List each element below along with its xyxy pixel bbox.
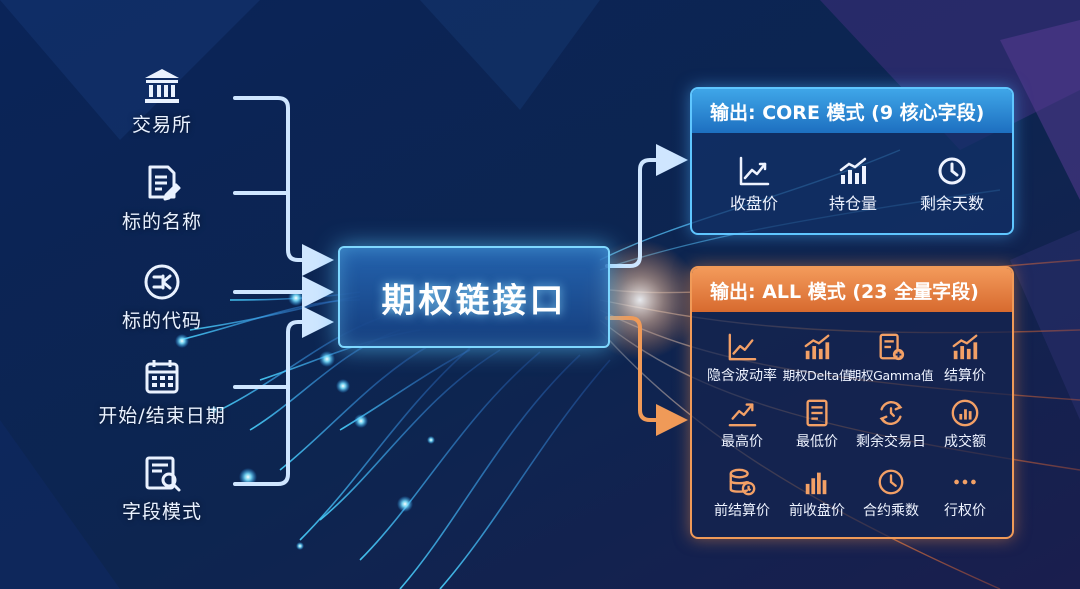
chart-arrow-up-icon bbox=[728, 403, 757, 427]
option-chain-api-box: 期权链接口 bbox=[338, 246, 610, 348]
clock-arrows-icon bbox=[879, 401, 903, 425]
connector-exchange bbox=[233, 96, 334, 276]
all-field-label: 成交额 bbox=[944, 434, 986, 450]
core-field-label: 剩余天数 bbox=[919, 194, 984, 213]
input-dates: 开始/结束日期 bbox=[77, 357, 247, 428]
code-badge-icon bbox=[144, 264, 180, 300]
all-field-turnover: 成交额 bbox=[922, 398, 1008, 451]
bank-icon bbox=[145, 69, 179, 103]
all-field-label: 剩余交易日 bbox=[856, 434, 926, 450]
input-label: 标的代码 bbox=[121, 310, 202, 332]
ellipsis-icon bbox=[954, 479, 976, 485]
all-panel-title: 输出: ALL 模式 (23 全量字段) bbox=[692, 268, 1012, 312]
all-field-settlement: 结算价 bbox=[922, 332, 1008, 385]
document-search-icon bbox=[145, 456, 181, 492]
line-chart-up-icon bbox=[739, 156, 770, 186]
input-label: 开始/结束日期 bbox=[98, 405, 226, 427]
bar-chart-icon bbox=[805, 472, 827, 495]
input-field-mode: 字段模式 bbox=[77, 453, 247, 524]
all-field-label: 行权价 bbox=[944, 503, 986, 519]
input-label: 交易所 bbox=[131, 114, 192, 136]
all-field-label: 合约乘数 bbox=[863, 503, 919, 519]
core-field-label: 持仓量 bbox=[828, 194, 877, 213]
all-field-strike: 行权价 bbox=[922, 467, 1008, 520]
bar-chart-up-icon bbox=[804, 334, 830, 360]
center-title: 期权链接口 bbox=[381, 280, 567, 321]
clock-icon bbox=[938, 157, 966, 185]
core-field-open-interest: 持仓量 bbox=[803, 155, 903, 214]
all-field-label: 前结算价 bbox=[714, 503, 770, 519]
core-field-close: 收盘价 bbox=[704, 155, 804, 214]
clock-icon bbox=[878, 469, 904, 495]
all-output-panel: 输出: ALL 模式 (23 全量字段) 隐含波动率 期权Delta值 期权Ga… bbox=[690, 266, 1014, 539]
all-field-implied-vol: 隐含波动率 bbox=[699, 332, 785, 385]
all-field-label: 期权Delta值 bbox=[782, 368, 852, 383]
all-field-delta: 期权Delta值 bbox=[774, 332, 860, 384]
all-field-label: 最低价 bbox=[796, 434, 838, 450]
document-edit-icon bbox=[148, 165, 181, 201]
input-underlying-code: 标的代码 bbox=[77, 262, 247, 333]
all-field-label: 前收盘价 bbox=[789, 503, 845, 519]
all-field-label: 最高价 bbox=[721, 434, 763, 450]
bar-chart-circle-icon bbox=[951, 399, 979, 427]
input-exchange: 交易所 bbox=[77, 66, 247, 137]
connector-to-core bbox=[605, 144, 688, 268]
line-chart-up-icon bbox=[728, 333, 757, 361]
input-underlying-name: 标的名称 bbox=[77, 163, 247, 234]
core-field-label: 收盘价 bbox=[729, 194, 778, 213]
all-field-gamma: 期权Gamma值 bbox=[848, 332, 934, 384]
core-field-days-left: 剩余天数 bbox=[902, 155, 1002, 214]
connector-field-mode bbox=[233, 306, 334, 486]
input-label: 字段模式 bbox=[121, 501, 202, 523]
document-list-icon bbox=[806, 399, 828, 427]
all-field-trading-days-left: 剩余交易日 bbox=[848, 398, 934, 451]
all-field-prev-close: 前收盘价 bbox=[774, 467, 860, 520]
all-field-label: 期权Gamma值 bbox=[848, 368, 934, 383]
all-field-low: 最低价 bbox=[774, 398, 860, 451]
database-clock-icon bbox=[729, 468, 756, 496]
all-field-label: 结算价 bbox=[944, 368, 986, 384]
core-panel-title: 输出: CORE 模式 (9 核心字段) bbox=[692, 89, 1012, 133]
all-field-high: 最高价 bbox=[699, 398, 785, 451]
document-plus-icon bbox=[879, 333, 905, 361]
bar-chart-up-icon bbox=[952, 334, 978, 360]
bar-chart-up-icon bbox=[839, 157, 867, 184]
connector-to-all bbox=[605, 316, 688, 436]
all-field-multiplier: 合约乘数 bbox=[848, 467, 934, 520]
core-output-panel: 输出: CORE 模式 (9 核心字段) 收盘价 持仓量 剩余天数 bbox=[690, 87, 1014, 235]
all-field-prev-settlement: 前结算价 bbox=[699, 467, 785, 520]
all-field-label: 隐含波动率 bbox=[707, 368, 777, 384]
calendar-icon bbox=[145, 360, 179, 394]
input-label: 标的名称 bbox=[121, 211, 202, 233]
